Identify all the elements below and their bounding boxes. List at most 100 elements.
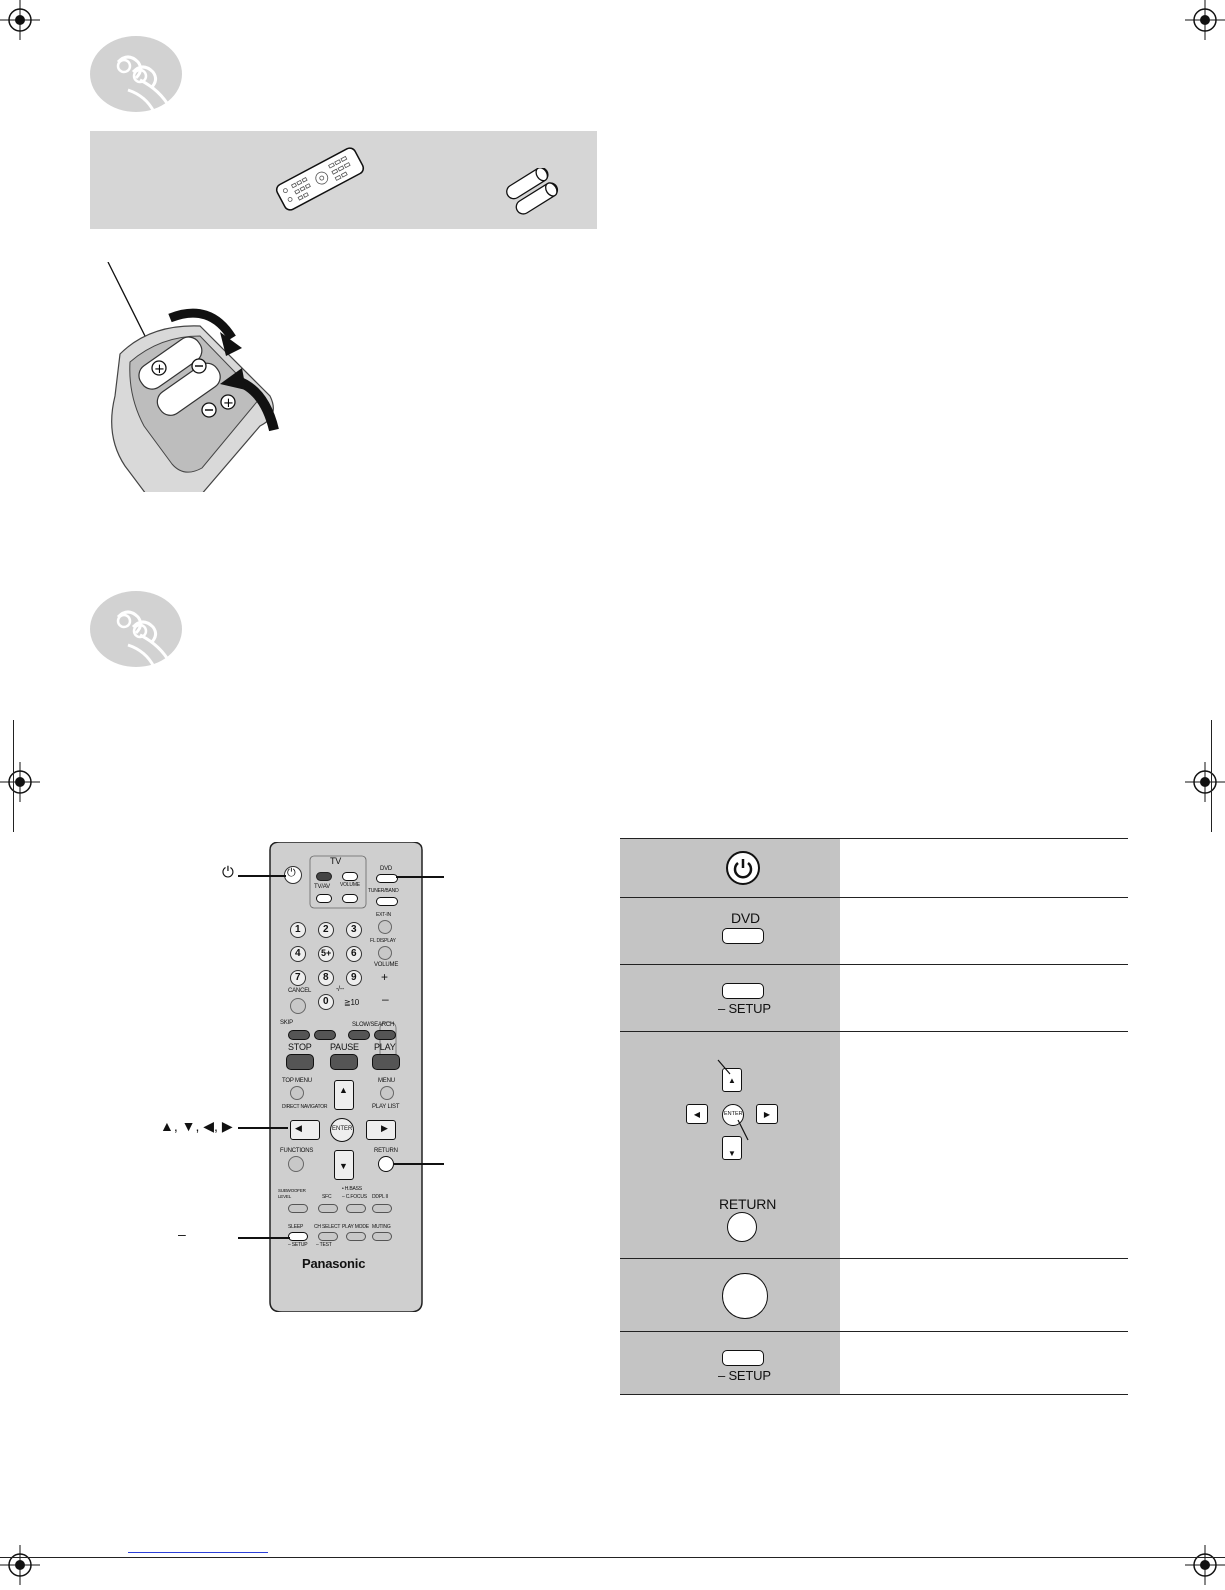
fl-display-label: FL DISPLAY bbox=[370, 938, 396, 944]
panel-right-button[interactable]: ▶ bbox=[756, 1104, 778, 1124]
arrow-down-icon: ▼ bbox=[339, 1161, 348, 1171]
fl-display-button[interactable] bbox=[378, 946, 392, 960]
ch-select-button[interactable] bbox=[318, 1232, 338, 1241]
number-8-button[interactable]: 8 bbox=[318, 970, 334, 986]
top-menu-button[interactable] bbox=[290, 1086, 304, 1100]
tv-power-button[interactable] bbox=[316, 872, 332, 881]
row-setup: – SETUP bbox=[620, 965, 1128, 1032]
functions-button[interactable] bbox=[288, 1156, 304, 1172]
row-navigation: ▲ ◀ ENTER ▶ ▼ RETURN bbox=[620, 1032, 1128, 1259]
ch-select-label: CH SELECT bbox=[314, 1224, 341, 1230]
number-5-button[interactable]: 5+ bbox=[318, 946, 334, 962]
direct-navigator-label: DIRECT NAVIGATOR bbox=[282, 1104, 328, 1110]
pause-button[interactable] bbox=[330, 1054, 358, 1070]
search-forward-button[interactable] bbox=[374, 1030, 396, 1040]
dpad-down-button[interactable]: ▼ bbox=[334, 1150, 354, 1180]
return-button[interactable] bbox=[378, 1156, 394, 1172]
play-list-label: PLAY LIST bbox=[372, 1104, 400, 1110]
sfc-button[interactable] bbox=[318, 1204, 338, 1213]
tv-label: TV bbox=[330, 856, 342, 866]
setup-small-label: – SETUP bbox=[288, 1242, 308, 1248]
panel-setup-button[interactable] bbox=[722, 983, 764, 999]
number-0-button[interactable]: 0 bbox=[318, 994, 334, 1010]
number-7-button[interactable]: 7 bbox=[290, 970, 306, 986]
row-navigation-desc bbox=[840, 1032, 1128, 1258]
number-3-button[interactable]: 3 bbox=[346, 922, 362, 938]
play-button[interactable] bbox=[372, 1054, 400, 1070]
row-large-button-icon-cell bbox=[620, 1259, 840, 1331]
batteries-accessory-image bbox=[504, 167, 564, 221]
arrow-right-icon: ▶ bbox=[381, 1123, 388, 1133]
panel-setup-label: – SETUP bbox=[718, 1001, 771, 1016]
tv-volume-up-button[interactable] bbox=[342, 872, 358, 881]
panel-setup-button-2[interactable] bbox=[722, 1350, 764, 1366]
ext-in-button[interactable] bbox=[378, 920, 392, 934]
row-large-button bbox=[620, 1259, 1128, 1332]
panel-down-button[interactable]: ▼ bbox=[722, 1136, 742, 1160]
number-4-button[interactable]: 4 bbox=[290, 946, 306, 962]
dpad-left-button[interactable]: ◀ bbox=[290, 1120, 320, 1140]
callout-power-line bbox=[238, 875, 286, 877]
stop-button[interactable] bbox=[286, 1054, 314, 1070]
registration-mark-top-left bbox=[0, 0, 40, 40]
svg-text:+: + bbox=[223, 396, 234, 411]
number-6-button[interactable]: 6 bbox=[346, 946, 362, 962]
setup-callout-dash: – bbox=[178, 1226, 186, 1242]
footer-link-underline bbox=[128, 1552, 268, 1553]
registration-mark-mid-right bbox=[1185, 762, 1225, 802]
menu-button[interactable] bbox=[380, 1086, 394, 1100]
dpad-right-button[interactable]: ▶ bbox=[366, 1120, 396, 1140]
panel-return-button[interactable] bbox=[727, 1212, 757, 1242]
h-bass-label: • H.BASS bbox=[342, 1186, 362, 1192]
crop-line-left bbox=[13, 720, 14, 832]
panel-left-button[interactable]: ◀ bbox=[686, 1104, 708, 1124]
arrow-right-icon: ▶ bbox=[763, 1109, 771, 1119]
dvd-button[interactable] bbox=[376, 874, 398, 883]
panel-dvd-button[interactable] bbox=[722, 928, 764, 944]
tvav-label: TV/AV bbox=[314, 884, 330, 890]
tv-volume-down-button[interactable] bbox=[342, 894, 358, 903]
skip-next-button[interactable] bbox=[314, 1030, 336, 1040]
panel-up-button[interactable]: ▲ bbox=[722, 1068, 742, 1092]
arrow-down-icon: ▼ bbox=[728, 1148, 736, 1158]
tvav-button[interactable] bbox=[316, 894, 332, 903]
cancel-button[interactable] bbox=[290, 998, 306, 1014]
tuner-band-button[interactable] bbox=[376, 897, 398, 906]
row-power bbox=[620, 838, 1128, 898]
callout-return-line bbox=[394, 1163, 444, 1165]
h-bass-button[interactable] bbox=[346, 1204, 366, 1213]
number-9-button[interactable]: 9 bbox=[346, 970, 362, 986]
search-back-button[interactable] bbox=[348, 1030, 370, 1040]
muting-label: MUTING bbox=[372, 1224, 391, 1230]
number-2-button[interactable]: 2 bbox=[318, 922, 334, 938]
skip-prev-button[interactable] bbox=[288, 1030, 310, 1040]
power-button[interactable]: ⏻ bbox=[284, 866, 302, 884]
remote-control: ⏻ TV TV/AV VOLUME DVD TUNER/BAND EXT-IN … bbox=[262, 842, 430, 1312]
cancel-label: CANCEL bbox=[288, 988, 312, 994]
panel-large-round-button[interactable] bbox=[722, 1273, 768, 1319]
row-setup-desc bbox=[840, 965, 1128, 1031]
panel-return-label: RETURN bbox=[719, 1196, 777, 1212]
dvd-label: DVD bbox=[380, 866, 393, 872]
crop-line-right bbox=[1211, 720, 1212, 832]
muting-button[interactable] bbox=[372, 1232, 392, 1241]
play-mode-button[interactable] bbox=[346, 1232, 366, 1241]
enter-button[interactable]: ENTER bbox=[330, 1118, 354, 1142]
dolby-pl-label: DDPL II bbox=[372, 1194, 388, 1200]
sleep-setup-button[interactable] bbox=[288, 1232, 308, 1241]
remote-accessory-image bbox=[270, 143, 370, 220]
dpad-up-button[interactable]: ▲ bbox=[334, 1080, 354, 1110]
power-callout-label: ⏻ bbox=[222, 864, 234, 881]
ext-in-label: EXT-IN bbox=[376, 912, 391, 918]
top-menu-label: TOP MENU bbox=[282, 1078, 312, 1084]
panel-pointer-lines bbox=[717, 1059, 749, 1141]
dolby-pl-button[interactable] bbox=[372, 1204, 392, 1213]
subwoofer-level-button[interactable] bbox=[288, 1204, 308, 1213]
row-setup-2-icon-cell: – SETUP bbox=[620, 1332, 840, 1394]
panel-power-button[interactable] bbox=[726, 851, 760, 885]
brand-logo: Panasonic bbox=[302, 1256, 366, 1271]
number-1-button[interactable]: 1 bbox=[290, 922, 306, 938]
stop-label: STOP bbox=[288, 1042, 312, 1052]
ge10-label: ≧10 bbox=[344, 998, 360, 1007]
row-dvd-desc bbox=[840, 898, 1128, 964]
